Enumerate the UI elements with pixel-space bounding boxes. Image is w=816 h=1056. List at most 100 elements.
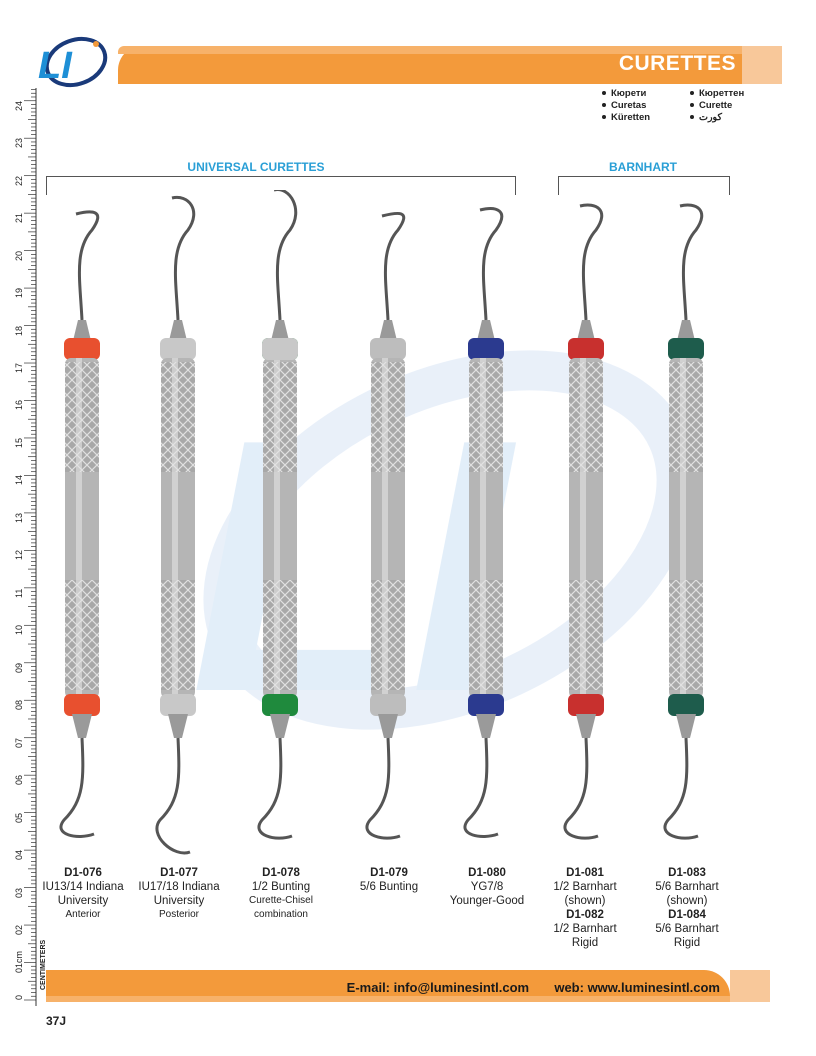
product-name: 5/6 Barnhart <box>655 881 719 893</box>
product-name: 1/2 Bunting <box>251 881 311 893</box>
ruler-number: 09 <box>14 662 24 673</box>
curette-instrument <box>463 207 504 838</box>
ruler-number: 10 <box>14 625 24 636</box>
footer-tab <box>730 970 770 1002</box>
watermark-logo: LI <box>190 350 697 750</box>
shank-bottom <box>576 714 596 738</box>
working-end-bottom <box>463 737 499 838</box>
handle-highlight <box>172 358 178 698</box>
ruler-number: 13 <box>14 512 24 523</box>
ruler-number: 15 <box>14 437 24 448</box>
company-logo: LI <box>38 36 108 88</box>
header-bar-highlight <box>118 46 742 54</box>
product-code: D1-077 <box>160 867 198 879</box>
product-name: (shown) <box>666 895 708 907</box>
product-name: 5/6 Barnhart <box>655 923 719 935</box>
working-end-top <box>75 210 100 321</box>
product-name: Rigid <box>571 937 599 949</box>
handle-highlight <box>580 358 586 698</box>
product-label: D1-078 1/2 Bunting Curette-Chisel combin… <box>226 866 336 922</box>
shank-bottom <box>676 714 696 738</box>
product-code: D1-076 <box>64 867 102 879</box>
working-end-top <box>381 211 406 321</box>
footer-email[interactable]: E-mail: info@luminesintl.com <box>346 980 530 995</box>
working-end-bottom <box>365 737 401 840</box>
product-name: Rigid <box>673 937 701 949</box>
collar-top <box>64 338 100 360</box>
translation-list-left: Кюрети Curetas Küretten <box>602 88 650 124</box>
curette-instrument <box>663 203 704 840</box>
curette-instrument <box>257 190 298 840</box>
ruler-number: 01cm <box>14 950 24 973</box>
collar-bottom <box>160 694 196 716</box>
section-bracket-barnhart <box>558 176 730 195</box>
ruler-number: 16 <box>14 400 24 411</box>
handle-highlight <box>680 358 686 698</box>
product-label: D1-076 IU13/14 Indiana University Anteri… <box>28 866 138 922</box>
shank-bottom <box>72 714 92 738</box>
product-desc: Posterior <box>158 909 199 920</box>
handle-highlight <box>76 358 82 698</box>
collar-top <box>668 338 704 360</box>
product-name: 1/2 Barnhart <box>553 923 617 935</box>
collar-bottom <box>668 694 704 716</box>
product-code: D1-081 <box>566 867 604 879</box>
collar-top <box>262 338 298 360</box>
collar-top <box>370 338 406 360</box>
footer-web[interactable]: web: www.luminesintl.com <box>554 980 720 995</box>
product-name: 5/6 Bunting <box>359 881 419 893</box>
ruler-number: 04 <box>14 850 24 861</box>
ruler-number: 22 <box>14 175 24 186</box>
collar-bottom <box>64 694 100 716</box>
product-desc: Curette-Chisel <box>249 895 313 906</box>
product-label: D1-079 5/6 Bunting <box>334 866 444 894</box>
working-end-top <box>679 203 704 321</box>
ruler-number: 0 <box>14 994 24 1000</box>
product-code: D1-082 <box>566 909 604 921</box>
working-end-bottom <box>59 737 95 838</box>
product-label: D1-081 1/2 Barnhart (shown) D1-082 1/2 B… <box>530 866 640 950</box>
footer-bar-highlight <box>46 996 730 1002</box>
handle-highlight <box>382 358 388 698</box>
svg-text:LI: LI <box>38 45 73 87</box>
product-label: D1-080 YG7/8 Younger-Good <box>432 866 542 908</box>
product-name: Younger-Good <box>449 895 525 907</box>
footer-contact: E-mail: info@luminesintl.com web: www.lu… <box>300 980 720 995</box>
page-number: 37J <box>46 1014 67 1028</box>
ruler-number: 12 <box>14 550 24 561</box>
translation-text: Curetas <box>611 100 647 111</box>
shank-bottom <box>378 714 398 738</box>
collar-bottom <box>468 694 504 716</box>
product-code: D1-078 <box>262 867 300 879</box>
shank-bottom <box>168 714 188 738</box>
ruler-number: 21 <box>14 213 24 224</box>
working-end-bottom <box>155 737 191 855</box>
shank-bottom <box>270 714 290 738</box>
working-end-top <box>274 190 298 321</box>
product-code: D1-083 <box>668 867 706 879</box>
product-name: (shown) <box>564 895 606 907</box>
ruler-number: 07 <box>14 737 24 748</box>
ruler-number: 24 <box>14 100 24 111</box>
ruler-number: 19 <box>14 288 24 299</box>
ruler-number: 20 <box>14 250 24 261</box>
product-name: 1/2 Barnhart <box>553 881 617 893</box>
product-code: D1-079 <box>370 867 408 879</box>
ruler-number: 23 <box>14 138 24 149</box>
handle-highlight <box>480 358 486 698</box>
product-code: D1-080 <box>468 867 506 879</box>
ruler-number: 08 <box>14 700 24 711</box>
collar-top <box>160 338 196 360</box>
section-title-barnhart: BARNHART <box>609 160 677 174</box>
ruler-number: 02 <box>14 925 24 936</box>
product-name: YG7/8 <box>470 881 504 893</box>
ruler-number: 06 <box>14 775 24 786</box>
product-code: D1-084 <box>668 909 706 921</box>
curette-instrument <box>155 195 196 855</box>
translation-text: Кюрети <box>611 88 647 99</box>
product-desc: Anterior <box>65 909 101 920</box>
ruler-number: 14 <box>14 475 24 486</box>
product-name: University <box>153 895 205 907</box>
ruler-number: 03 <box>14 887 24 898</box>
product-label: D1-083 5/6 Barnhart (shown) D1-084 5/6 B… <box>632 866 742 950</box>
